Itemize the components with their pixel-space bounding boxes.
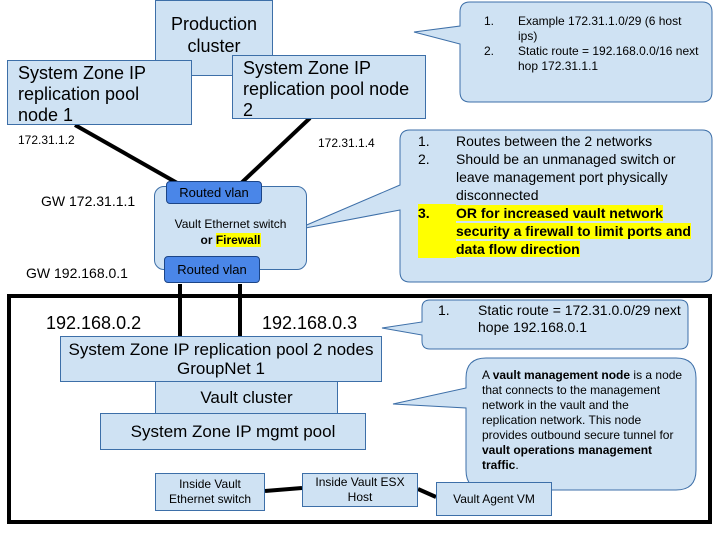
vault-cluster-label: Vault cluster [200, 388, 293, 407]
routed-vlan-top: Routed vlan [166, 181, 262, 204]
callout-mgmt-shape [392, 357, 697, 491]
node2-ip-label: 172.31.1.4 [318, 136, 375, 150]
link-node2-switch [234, 116, 312, 190]
production-cluster-label: Production cluster [170, 14, 258, 56]
agent-vm-label: Vault Agent VM [453, 492, 535, 506]
vault-cluster-box: Vault cluster [155, 382, 338, 414]
callout-static-shape [381, 299, 689, 350]
inside-switch-box: Inside Vault Ethernet switch [155, 473, 265, 511]
replication-node-2-label: System Zone IP replication pool node 2 [243, 58, 410, 120]
link-esx-agent [417, 487, 437, 499]
vault-switch-label: Vault Ethernet switch [174, 217, 287, 231]
gateway-top-label: GW 172.31.1.1 [41, 193, 136, 209]
vault-border [7, 294, 712, 524]
callout-mid-item-highlighted: 3. OR for increased vault network securi… [418, 204, 691, 258]
switch-or-label: or [200, 233, 213, 247]
replication-node-1-label: System Zone IP replication pool node 1 [18, 63, 146, 125]
replication-node-2-box: System Zone IP replication pool node 2 [232, 55, 426, 120]
firewall-label: Firewall [215, 233, 261, 247]
callout-static-text: 1. Static route = 172.31.0.0/29 next hop… [438, 302, 681, 335]
callout-mid-list: 1. Routes between the 2 networks 2. Shou… [418, 132, 708, 258]
agent-vm-box: Vault Agent VM [436, 482, 552, 516]
vault-ip-right-label: 192.168.0.3 [262, 313, 358, 333]
link-node1-switch [74, 123, 187, 190]
callout-top-item: 1. Example 172.31.1.0/29 (6 host ips) [484, 14, 682, 43]
inside-esx-box: Inside Vault ESX Host [302, 473, 418, 507]
replication-node-1-box: System Zone IP replication pool node 1 [7, 60, 192, 125]
gateway-bottom-label: GW 192.168.0.1 [26, 265, 128, 281]
callout-mid-item: 2. Should be an unmanaged switch or leav… [418, 151, 676, 203]
callout-mgmt-text: A vault management node is a node that c… [482, 368, 683, 472]
replication-pool-label: System Zone IP replication pool 2 nodes … [68, 340, 374, 378]
vault-ip-left-label: 192.168.0.2 [46, 313, 142, 333]
mgmt-pool-box: System Zone IP mgmt pool [100, 413, 366, 450]
replication-pool-box: System Zone IP replication pool 2 nodes … [60, 336, 382, 382]
callout-top-item: 2. Static route = 192.168.0.0/16 next ho… [484, 44, 699, 73]
callout-top-list: 1. Example 172.31.1.0/29 (6 host ips) 2.… [484, 14, 704, 74]
inside-esx-label: Inside Vault ESX Host [315, 475, 405, 504]
link-inside-switch-esx [264, 486, 303, 493]
callout-mid-item: 1. Routes between the 2 networks [418, 133, 653, 149]
mgmt-pool-label: System Zone IP mgmt pool [130, 421, 336, 441]
callout-top-shape [413, 1, 713, 103]
node1-ip-label: 172.31.1.2 [18, 133, 75, 147]
routed-vlan-bottom: Routed vlan [164, 256, 260, 283]
inside-switch-label: Inside Vault Ethernet switch [168, 477, 252, 506]
